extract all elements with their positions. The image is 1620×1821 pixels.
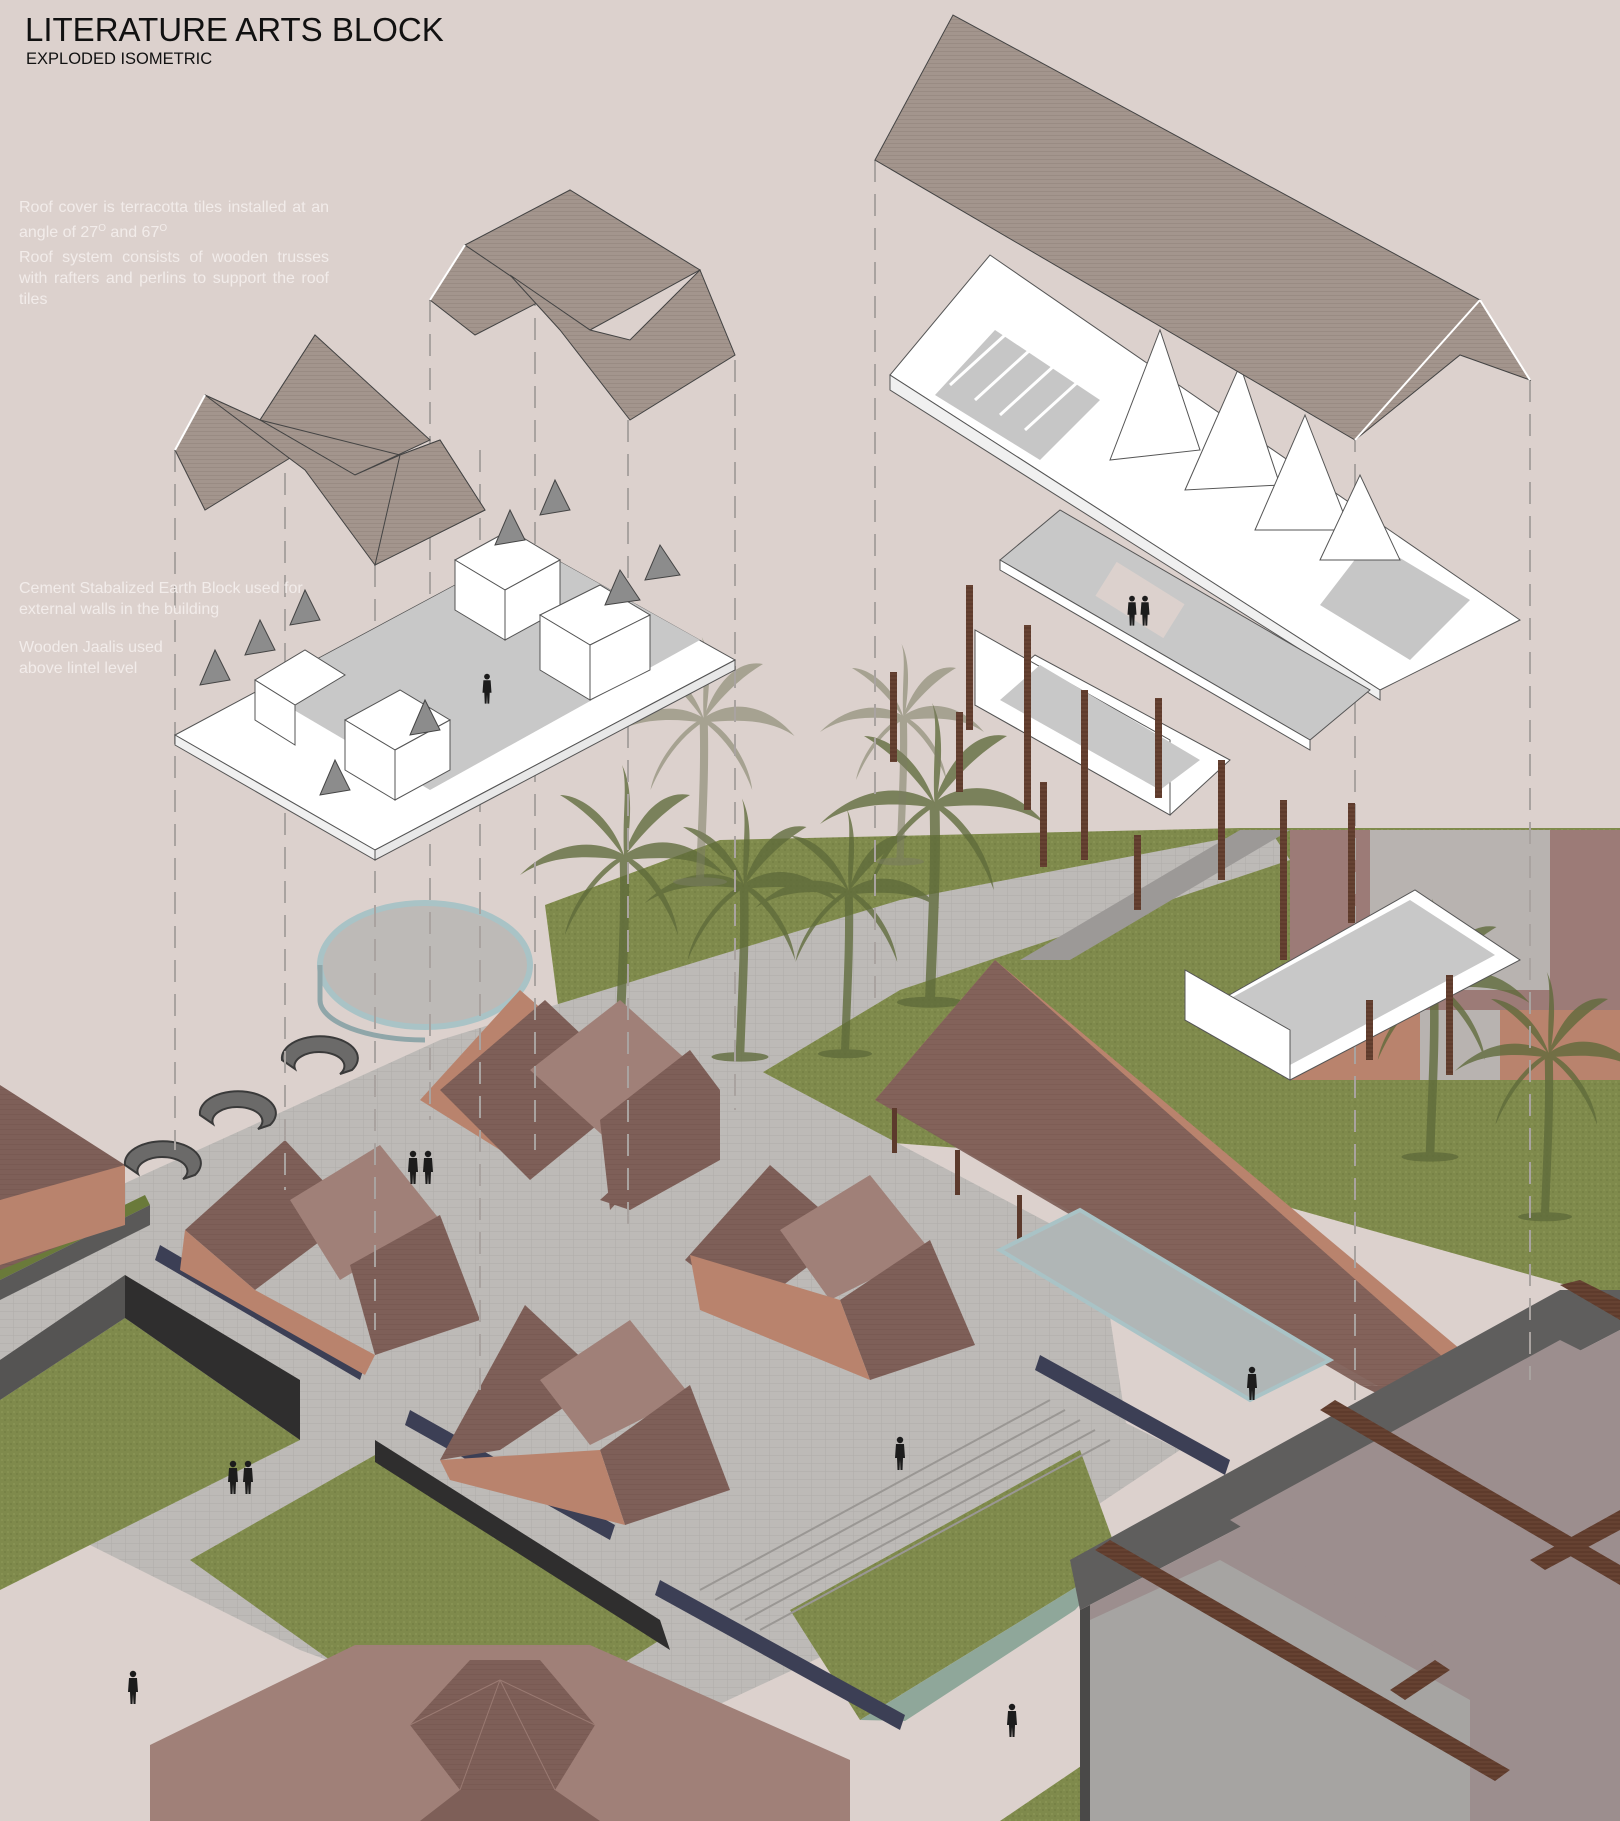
roof-center-block: [429, 189, 736, 421]
page-title: LITERATURE ARTS BLOCK: [25, 11, 444, 48]
annotation-jaali: Wooden Jaalis used above lintel level: [19, 639, 163, 677]
roof-right-block: [874, 14, 1532, 441]
page-subtitle: EXPLODED ISOMETRIC: [26, 50, 213, 68]
roof-left-block: [174, 334, 486, 566]
annotation-roof-cover-text-mid: and 67: [105, 224, 160, 241]
site-octagon-hall: [150, 1645, 850, 1821]
degree-symbol: O: [159, 223, 168, 234]
site-plan: [0, 637, 1620, 1821]
site-block-lower: [440, 1305, 730, 1525]
site-block-middle: [685, 1165, 975, 1380]
degree-symbol: O: [98, 223, 106, 234]
site-block-upper: [420, 990, 720, 1210]
annotation-roof-system: Roof system consists of wooden trusses w…: [19, 249, 329, 308]
annotation-roof-cover: Roof cover is terracotta tiles installed…: [19, 197, 329, 243]
floor-plan-right-auditorium: [889, 254, 1521, 751]
site-block-left: [180, 1140, 480, 1375]
annotation-wall-material: Cement Stabalized Earth Block used for e…: [19, 580, 303, 618]
floor-plan-right-lower-rooms: [890, 585, 1521, 1081]
floor-plan-left-block: [173, 478, 737, 861]
annotation-roof-cover-text: Roof cover is terracotta tiles installed…: [19, 199, 329, 241]
